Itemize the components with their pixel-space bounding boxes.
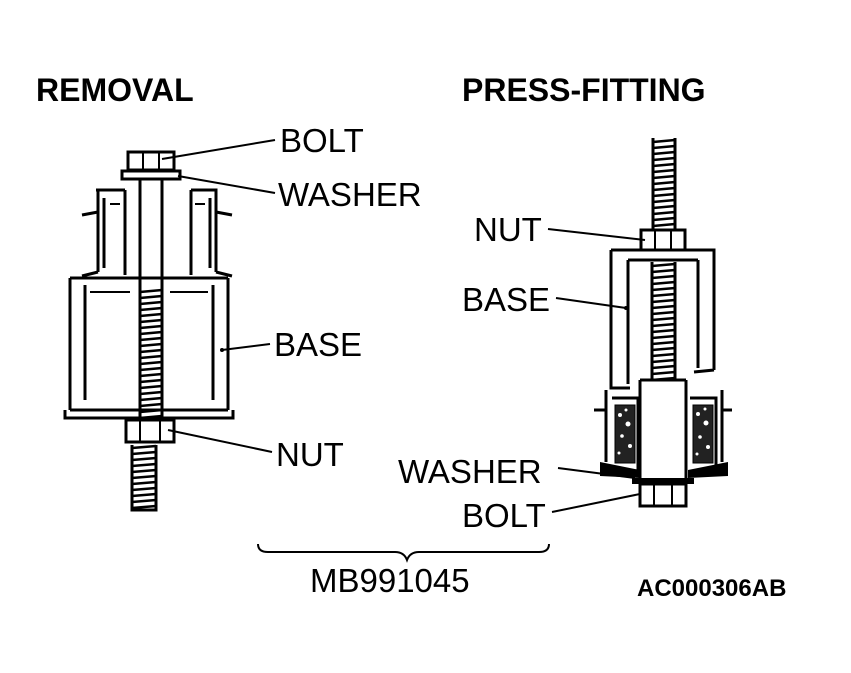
press-nut bbox=[639, 228, 687, 252]
removal-bolt-label: BOLT bbox=[280, 122, 364, 159]
press-bushing bbox=[594, 390, 732, 478]
press-spacer bbox=[638, 378, 688, 478]
removal-assembly bbox=[63, 150, 235, 512]
press-base-label: BASE bbox=[462, 281, 550, 318]
removal-bushing bbox=[81, 188, 233, 278]
removal-callouts: BOLT WASHER BASE NUT bbox=[161, 122, 422, 473]
tool-number: MB991045 bbox=[310, 562, 470, 599]
tool-brace bbox=[257, 543, 550, 563]
removal-nut bbox=[124, 418, 176, 444]
removal-base-label: BASE bbox=[274, 326, 362, 363]
removal-nut-label: NUT bbox=[276, 436, 344, 473]
press-base bbox=[609, 248, 716, 390]
removal-heading: REMOVAL bbox=[36, 72, 194, 108]
removal-washer-label: WASHER bbox=[278, 176, 422, 213]
press-washer bbox=[632, 478, 694, 484]
press-washer-label: WASHER bbox=[398, 453, 542, 490]
press-bolt-label: BOLT bbox=[462, 497, 546, 534]
figure-code: AC000306AB bbox=[637, 575, 786, 602]
press-fitting-heading: PRESS-FITTING bbox=[462, 72, 706, 108]
press-fitting-assembly bbox=[594, 138, 732, 508]
press-threaded-rod bbox=[651, 138, 677, 234]
removal-base bbox=[63, 276, 235, 420]
removal-bolt-head bbox=[120, 150, 182, 181]
press-fitting-callouts: NUT BASE WASHER BOLT bbox=[398, 211, 646, 534]
press-nut-label: NUT bbox=[474, 211, 542, 248]
press-bolt-head bbox=[638, 482, 688, 508]
removal-bolt-shaft bbox=[130, 179, 164, 512]
